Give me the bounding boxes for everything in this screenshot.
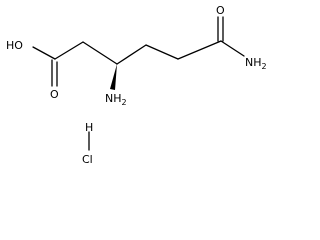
hydroxyl-label: HO	[6, 39, 23, 52]
bond-c4-c5	[145, 44, 179, 60]
hydrogen-label: H	[85, 121, 93, 134]
chlorine-label: Cl	[82, 153, 93, 166]
bond-c3-c4	[116, 44, 147, 65]
chain-bonds	[32, 40, 245, 65]
amine-label-subscript: 2	[122, 98, 127, 107]
bond-c1-hydroxyl	[32, 46, 56, 60]
carbonyl-oxygen-right-label: O	[216, 4, 225, 17]
bond-c5-c6	[177, 40, 222, 60]
carboxyl-double-bond	[51, 59, 58, 87]
amide-label: NH2	[245, 56, 267, 71]
structure-diagram: HO O O NH2 NH2 H Cl	[6, 4, 267, 166]
stereo-wedge-bond	[110, 64, 117, 90]
carbonyl-oxygen-left-label: O	[50, 88, 59, 101]
amide-double-bond	[217, 16, 224, 42]
bond-c6-amide-n	[220, 40, 245, 57]
bond-c1-c2	[54, 41, 84, 60]
bond-c2-c3	[82, 41, 118, 65]
amine-label-main: NH	[105, 92, 122, 105]
amide-label-main: NH	[245, 56, 262, 69]
amine-label: NH2	[105, 92, 127, 107]
amide-label-subscript: 2	[262, 62, 267, 71]
